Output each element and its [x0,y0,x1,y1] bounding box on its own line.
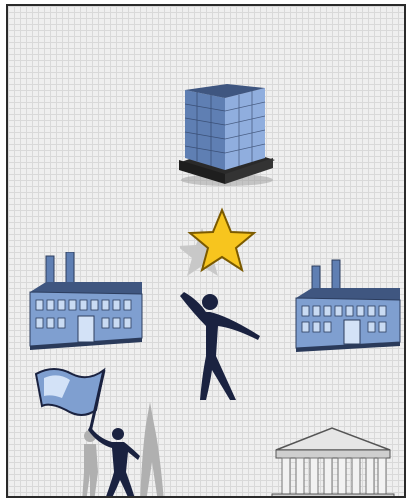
office-tower-icon [175,84,279,188]
government-building-icon [268,424,396,498]
diagram-canvas [6,4,406,498]
factory-left-icon [26,252,144,354]
gold-star-icon [180,204,262,284]
factory-right-icon [292,258,402,354]
flag-bearer-group-icon [32,362,182,498]
achiever-figure-icon [180,286,264,402]
